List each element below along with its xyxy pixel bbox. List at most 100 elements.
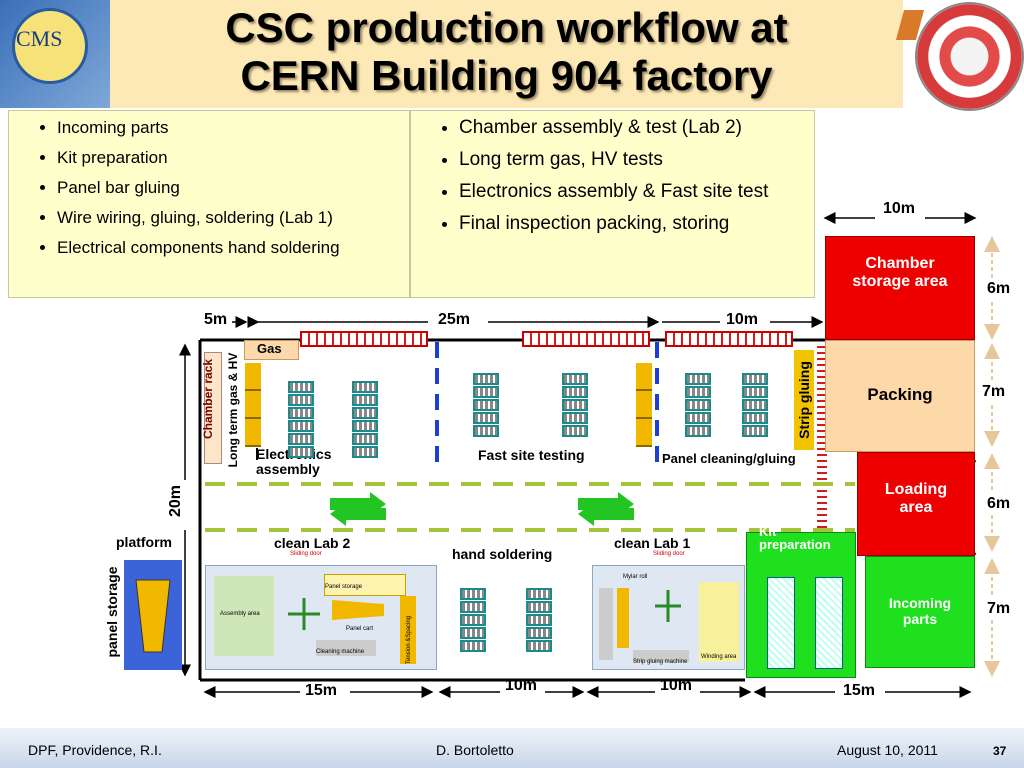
wall-dashed: [435, 342, 439, 470]
page-title: CSC production workflow at CERN Building…: [110, 4, 903, 100]
cms-logo: CMS: [0, 0, 110, 108]
bullets-left-box: Incoming parts Kit preparation Panel bar…: [8, 110, 410, 298]
panel-cart-box: [617, 588, 629, 648]
soldering-machine-box: [599, 588, 613, 660]
cms-logo-text: CMS: [16, 26, 63, 51]
assembly-area-text: Assembly area: [220, 611, 260, 617]
hatched-bar-vertical: [817, 342, 827, 677]
dim-right-7m-b: 7m: [987, 600, 1011, 617]
dim-top-10m: 10m: [726, 311, 759, 328]
zone-packing: Packing: [825, 340, 975, 452]
collider-logo: [915, 2, 1024, 111]
zone-label: Kit preparation: [759, 524, 831, 552]
assembly-area-box: Assembly area: [214, 576, 274, 656]
arrow-left: [330, 502, 386, 526]
page-title-line2: CERN Building 904 factory: [240, 52, 773, 99]
chamber-stack: [685, 372, 711, 438]
dim-side-20m: 20m: [167, 484, 185, 518]
panel-storage-text: Panel storage: [325, 584, 363, 590]
panel-cart-text: Panel cart: [346, 626, 374, 632]
chamber-stack: [742, 372, 768, 438]
strip-gluing-label: Strip gluing: [796, 361, 812, 439]
gas-cabinet: [636, 363, 652, 447]
panel-cleaning-label: Panel cleaning/gluing: [662, 451, 796, 466]
lab1-room: Sliding door Mylar roll Strip gluing mac…: [592, 551, 745, 670]
chamber-stack: [526, 587, 552, 653]
tension-text: Tension &Spacing: [406, 615, 412, 664]
platform-label: platform: [116, 534, 172, 550]
move-arrows-icon: [288, 598, 320, 630]
page-title-line1: CSC production workflow at: [225, 4, 788, 51]
sliding-door-label: Sliding door: [290, 551, 322, 557]
bullet-item: Wire wiring, gluing, soldering (Lab 1): [57, 207, 409, 229]
zone-loading: Loading area: [857, 452, 975, 556]
chamber-stack: [562, 372, 588, 438]
winding-area-box: Winding area: [699, 582, 739, 662]
kit-rack: [815, 577, 843, 669]
bullet-item: Chamber assembly & test (Lab 2): [459, 117, 814, 139]
bullets-left: Incoming parts Kit preparation Panel bar…: [9, 117, 409, 259]
clean-lab2-label: clean Lab 2: [274, 535, 351, 551]
hand-soldering-label: hand soldering: [452, 546, 553, 562]
platform-shape: [135, 579, 171, 653]
dim-top-5m: 5m: [204, 311, 228, 328]
zone-label: Chamber storage area: [852, 255, 948, 290]
zone-label: Packing: [867, 385, 933, 404]
bullets-right: Chamber assembly & test (Lab 2) Long ter…: [411, 117, 814, 235]
dim-top-25m: 25m: [438, 311, 471, 328]
cleaning-machine-text: Cleaning machine: [316, 649, 365, 655]
long-term-label: Long term gas & HV: [226, 352, 240, 468]
gas-box: Gas: [244, 340, 299, 360]
bullet-item: Panel bar gluing: [57, 177, 409, 199]
strip-gluing-machine-box: Strip gluing machine: [633, 650, 689, 665]
dim-bottom-10m-a: 10m: [505, 677, 538, 694]
cms-logo-circle: [12, 8, 88, 84]
zone-kit: Kit preparation: [746, 525, 856, 678]
bullet-item: Electrical components hand soldering: [57, 237, 409, 259]
strip-gluing-machine-text: Strip gluing machine: [633, 659, 688, 665]
footer-author: D. Bortoletto: [436, 742, 514, 758]
footer-date: August 10, 2011: [837, 742, 938, 758]
clean-lab1-label: clean Lab 1: [614, 535, 691, 551]
hatched-bar: [665, 331, 793, 347]
chamber-stack: [473, 372, 499, 438]
tension-box: [400, 596, 416, 664]
platform: [124, 560, 182, 670]
dim-bottom-15m-a: 15m: [305, 682, 338, 699]
move-arrows-icon: [655, 590, 681, 622]
winding-area-text: Winding area: [701, 654, 737, 660]
hatched-bar: [522, 331, 650, 347]
footer-page-number: 37: [993, 744, 1007, 758]
wall-dashed: [655, 342, 659, 470]
footer-conference: DPF, Providence, R.I.: [28, 742, 162, 758]
bullet-item: Kit preparation: [57, 147, 409, 169]
lab2-room: Sliding door Panel storage Assembly area…: [205, 551, 437, 670]
kit-rack: [767, 577, 795, 669]
dim-right-7m-a: 7m: [982, 383, 1006, 400]
dim-right-6m-b: 6m: [987, 495, 1011, 512]
dim-bottom-15m-b: 15m: [843, 682, 876, 699]
zone-label: Loading area: [884, 481, 948, 516]
corridor-line: [205, 528, 855, 532]
dim-right-6m-a: 6m: [987, 280, 1011, 297]
bullets-right-box: Chamber assembly & test (Lab 2) Long ter…: [410, 110, 815, 298]
dim-bottom-10m-b: 10m: [660, 677, 693, 694]
bullet-item: Final inspection packing, storing: [459, 213, 814, 235]
zone-incoming: Incoming parts: [865, 556, 975, 668]
zone-label: Incoming parts: [888, 595, 952, 627]
strip-gluing-table: [794, 350, 814, 450]
chamber-stack: [460, 587, 486, 653]
footer-bar: [0, 728, 1024, 768]
arrow-left: [578, 502, 634, 526]
panel-storage-box: Panel storage: [324, 574, 406, 596]
chamber-stack: [352, 380, 378, 459]
title-banner: [110, 0, 903, 108]
bullet-item: Electronics assembly & Fast site test: [459, 181, 814, 203]
chamber-stack: [288, 380, 314, 459]
chamber-rack-label: Chamber rack: [201, 358, 215, 440]
chamber-rack: [204, 352, 222, 464]
corridor-line: [205, 482, 855, 486]
hatched-bar: [300, 331, 428, 347]
cleaning-machine-box: Cleaning machine: [316, 640, 376, 656]
mylar-roll-text: Mylar roll: [623, 574, 648, 580]
